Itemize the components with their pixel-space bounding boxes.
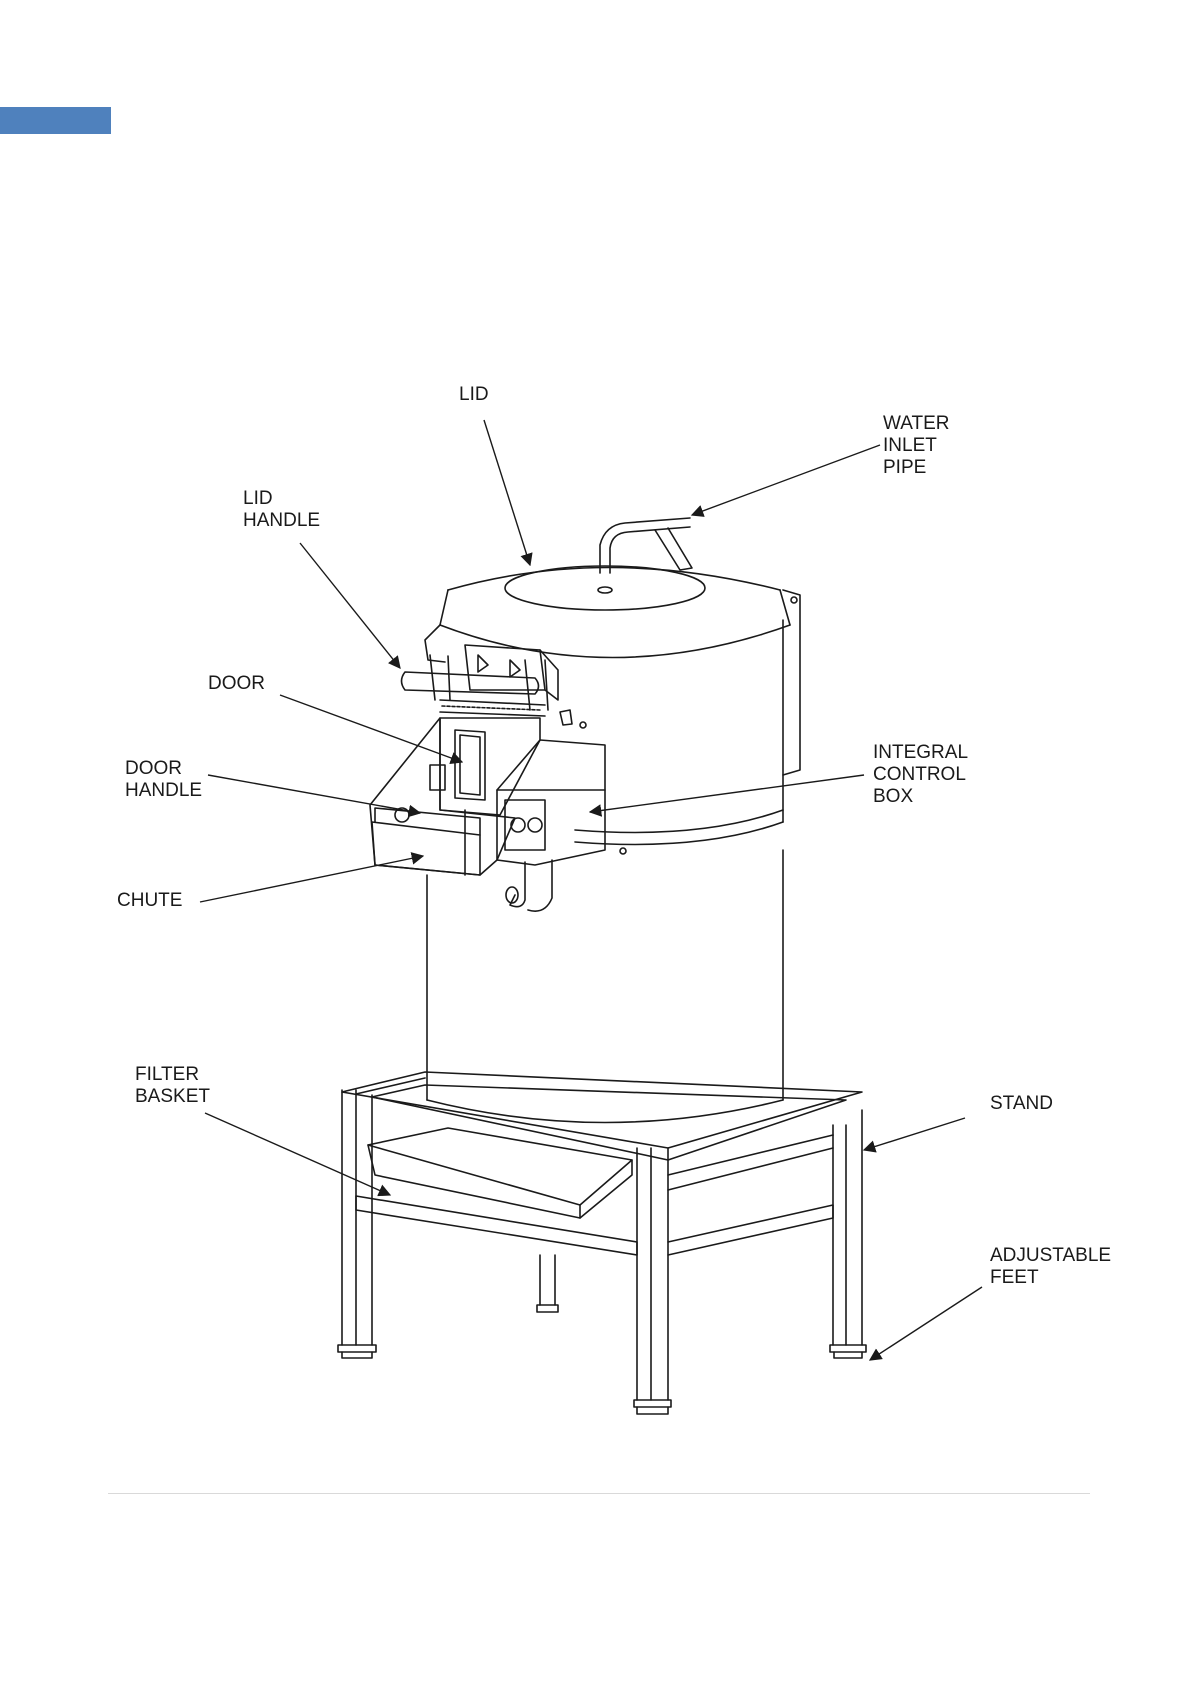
leader-stand [864, 1118, 965, 1150]
callout-door: DOOR [208, 673, 265, 695]
callout-door-handle: DOOR HANDLE [125, 758, 202, 802]
callout-door-line-1: DOOR [208, 673, 265, 695]
callout-lid-line-1: LID [459, 384, 489, 406]
callout-water-inlet-pipe-line-1: WATER [883, 413, 950, 435]
leader-water-inlet-pipe [692, 445, 880, 515]
control-box [497, 710, 605, 911]
callout-lid-handle-line-1: LID [243, 488, 320, 510]
callout-water-inlet-pipe-line-3: PIPE [883, 457, 950, 479]
callout-chute-line-1: CHUTE [117, 890, 182, 912]
callout-lid-handle: LID HANDLE [243, 488, 320, 532]
callout-integral-control-box-line-2: CONTROL [873, 764, 968, 786]
leader-integral-control-box [590, 775, 864, 812]
leader-filter-basket [205, 1113, 390, 1195]
callout-filter-basket-line-2: BASKET [135, 1086, 210, 1108]
lid [425, 566, 800, 775]
callout-adjustable-feet: ADJUSTABLE FEET [990, 1245, 1111, 1289]
water-inlet-pipe [600, 518, 692, 573]
callout-stand-line-1: STAND [990, 1093, 1053, 1115]
footer-rule [108, 1493, 1090, 1494]
leader-lid [484, 420, 530, 565]
callout-filter-basket-line-1: FILTER [135, 1064, 210, 1086]
callout-water-inlet-pipe: WATER INLET PIPE [883, 413, 950, 479]
chute [370, 718, 515, 875]
leader-door [280, 695, 462, 762]
callout-integral-control-box-line-3: BOX [873, 786, 968, 808]
leader-door-handle [208, 775, 420, 813]
callout-water-inlet-pipe-line-2: INLET [883, 435, 950, 457]
callout-adjustable-feet-line-2: FEET [990, 1267, 1111, 1289]
machine-drawing [338, 518, 866, 1414]
lid-handle [402, 655, 549, 716]
leader-lines [200, 420, 982, 1360]
leader-chute [200, 856, 423, 902]
callout-lid: LID [459, 384, 489, 406]
callout-stand: STAND [990, 1093, 1053, 1115]
callout-adjustable-feet-line-1: ADJUSTABLE [990, 1245, 1111, 1267]
callout-integral-control-box: INTEGRAL CONTROL BOX [873, 742, 968, 808]
callout-door-handle-line-2: HANDLE [125, 780, 202, 802]
callout-filter-basket: FILTER BASKET [135, 1064, 210, 1108]
callout-integral-control-box-line-1: INTEGRAL [873, 742, 968, 764]
leader-adjustable-feet [870, 1287, 982, 1360]
stand [338, 1072, 866, 1414]
callout-lid-handle-line-2: HANDLE [243, 510, 320, 532]
leader-lid-handle [300, 543, 400, 668]
callout-door-handle-line-1: DOOR [125, 758, 202, 780]
callout-chute: CHUTE [117, 890, 182, 912]
